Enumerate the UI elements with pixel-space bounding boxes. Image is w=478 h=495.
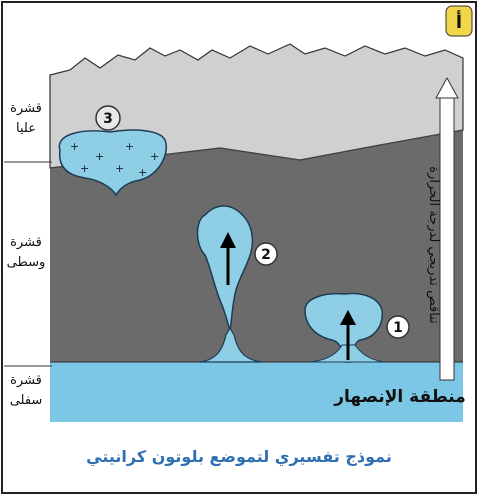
upper-crust-label-line1: قشرة	[10, 101, 42, 116]
pluton-3-number: 3	[103, 111, 113, 127]
plus-mark: +	[95, 150, 104, 163]
gradient-arrow-shaft	[440, 95, 454, 380]
gradient-arrow-label: تناقص تدريجي لدرجة الحرارة	[426, 166, 441, 324]
melting-zone-label: منطقة الإنصهار	[333, 387, 466, 407]
plus-mark: +	[125, 140, 134, 153]
panel-letter: أ	[456, 10, 462, 33]
plus-mark: +	[80, 162, 89, 175]
plus-mark: +	[70, 140, 79, 153]
lower-crust-label-line1: قشرة	[10, 373, 42, 388]
figure-caption: نموذج تفسيري لتموضع بلوتون كرانيتي	[86, 447, 392, 467]
upper-crust-label-line2: عليا	[16, 121, 36, 136]
plus-mark: +	[138, 166, 147, 179]
middle-crust-label-line2: وسطى	[7, 255, 46, 270]
pluton-1-number: 1	[393, 320, 403, 336]
middle-crust-label-line1: قشرة	[10, 235, 42, 250]
lower-crust-label-line2: سفلى	[10, 393, 43, 408]
pluton-2-number: 2	[261, 247, 271, 263]
plus-mark: +	[115, 162, 124, 175]
plus-mark: +	[150, 150, 159, 163]
